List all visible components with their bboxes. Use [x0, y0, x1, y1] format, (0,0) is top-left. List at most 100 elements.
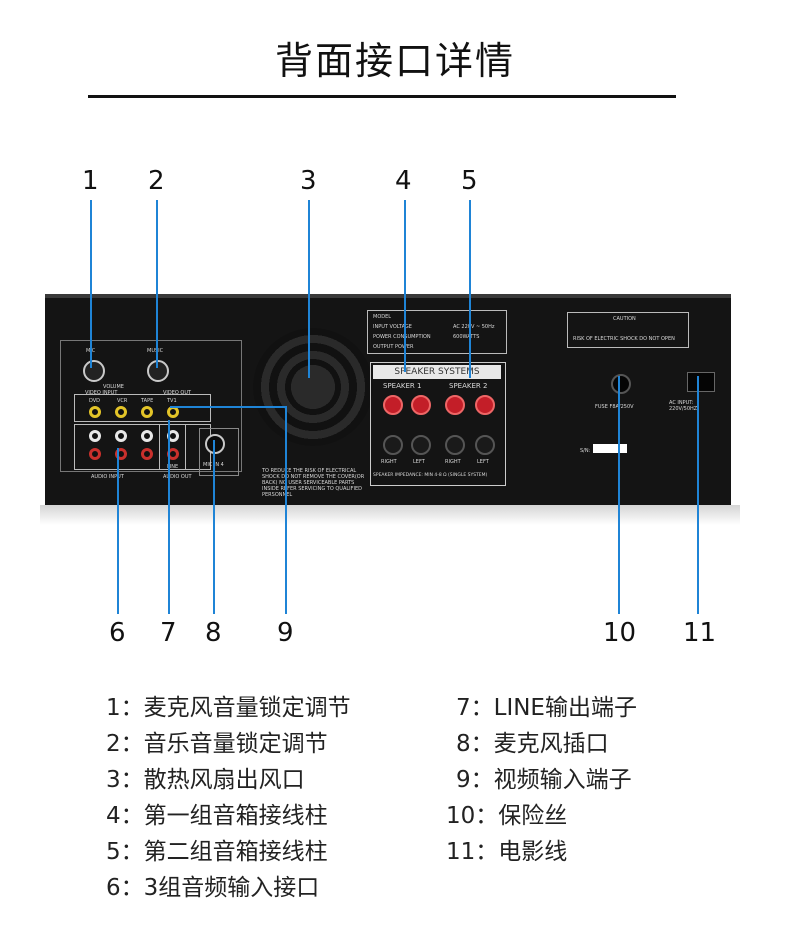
speaker1-left-red-post[interactable]	[411, 395, 431, 415]
callout-line-9	[285, 406, 287, 614]
video-jack-vcr[interactable]	[115, 406, 127, 418]
page-title: 背面接口详情	[274, 39, 515, 83]
amplifier-rear-panel: MIC MUSIC VOLUME VIDEO INPUT VIDEO OUT D…	[45, 294, 731, 509]
sn-sticker	[593, 444, 627, 453]
callout-9: 9	[277, 618, 294, 648]
spec-power-value: 600WATTS	[453, 334, 480, 340]
audio-jack-r1[interactable]	[89, 448, 101, 460]
fuse-holder[interactable]	[611, 374, 631, 394]
legend-item: 8：麦克风插口	[456, 731, 609, 757]
legend-left: 1：麦克风音量锁定调节 2：音乐音量锁定调节 3：散热风扇出风口 4：第一组音箱…	[106, 690, 351, 906]
callout-line-7	[168, 420, 170, 614]
legend-item: 10：保险丝	[446, 803, 568, 829]
spec-output: OUTPUT POWER	[373, 344, 414, 350]
video-out-label: VIDEO OUT	[163, 390, 192, 396]
music-volume-knob[interactable]	[147, 360, 169, 382]
audio-jack-r3[interactable]	[141, 448, 153, 460]
callout-line-4	[404, 200, 406, 372]
callout-line-9-horizontal	[170, 406, 286, 408]
spec-input-voltage: INPUT VOLTAGE	[373, 324, 412, 330]
spec-model: MODEL	[373, 314, 392, 320]
line-label: LINE	[167, 464, 179, 470]
legend-item: 7：LINE输出端子	[456, 695, 637, 721]
audio-jack-l1[interactable]	[89, 430, 101, 442]
legend-right: 7：LINE输出端子 8：麦克风插口 9：视频输入端子 10：保险丝 11：电影…	[446, 690, 637, 870]
speaker1-left-black-post[interactable]	[411, 435, 431, 455]
audio-out-label: AUDIO OUT	[163, 474, 192, 480]
sn-label: S/N:	[580, 448, 591, 454]
callout-11: 11	[683, 618, 717, 648]
speaker1-label: SPEAKER 1	[383, 382, 422, 390]
legend-item: 2：音乐音量锁定调节	[106, 731, 328, 757]
speaker-impedance-label: SPEAKER IMPEDANCE: MIN 4-8 Ω (SINGLE SYS…	[373, 473, 488, 478]
audio-jack-l2[interactable]	[115, 430, 127, 442]
legend-item: 6：3组音频输入接口	[106, 875, 320, 901]
callout-line-6	[117, 448, 119, 614]
video-col-vcr: VCR	[117, 398, 128, 404]
video-jack-dvd[interactable]	[89, 406, 101, 418]
audio-jack-l3[interactable]	[141, 430, 153, 442]
legend-item: 5：第二组音箱接线柱	[106, 839, 328, 865]
caution-label: CAUTION	[613, 316, 636, 322]
speaker1-right-label: RIGHT	[381, 459, 397, 465]
mic-volume-knob[interactable]	[83, 360, 105, 382]
callout-10: 10	[603, 618, 637, 648]
callout-1: 1	[82, 166, 99, 196]
speaker-systems-banner: SPEAKER SYSTEMS	[373, 365, 501, 379]
legend-item: 1：麦克风音量锁定调节	[106, 695, 351, 721]
callout-5: 5	[461, 166, 478, 196]
video-col-tv1: TV1	[167, 398, 177, 404]
mic-in-jack[interactable]	[205, 434, 225, 454]
callout-line-1	[90, 200, 92, 368]
callout-line-8	[213, 440, 215, 614]
speaker2-label: SPEAKER 2	[449, 382, 488, 390]
speaker2-left-red-post[interactable]	[475, 395, 495, 415]
audio-input-frame	[74, 424, 186, 470]
caution-plate	[567, 312, 689, 348]
speaker2-right-label: RIGHT	[445, 459, 461, 465]
audio-input-label: AUDIO INPUT	[91, 474, 124, 480]
ac-input-label: AC INPUT: 220V/50HZ	[669, 400, 698, 412]
callout-line-3	[308, 200, 310, 378]
volume-label: VOLUME	[103, 384, 124, 390]
speaker-terminal-frame: SPEAKER SYSTEMS SPEAKER 1 SPEAKER 2 RIGH…	[370, 362, 506, 486]
cooling-fan	[253, 328, 373, 446]
callout-8: 8	[205, 618, 222, 648]
spec-power: POWER CONSUMPTION	[373, 334, 431, 340]
speaker2-right-red-post[interactable]	[445, 395, 465, 415]
callout-2: 2	[148, 166, 165, 196]
floor-shadow	[40, 505, 740, 525]
spec-plate	[367, 310, 507, 354]
callout-3: 3	[300, 166, 317, 196]
caution-sub: RISK OF ELECTRIC SHOCK DO NOT OPEN	[573, 336, 675, 342]
legend-item: 3：散热风扇出风口	[106, 767, 305, 793]
legend-item: 11：电影线	[446, 839, 568, 865]
callout-line-5	[469, 200, 471, 378]
fuse-label: FUSE F8A/250V	[595, 404, 634, 410]
speaker2-left-label: LEFT	[477, 459, 489, 465]
callout-line-11	[697, 376, 699, 614]
speaker1-right-red-post[interactable]	[383, 395, 403, 415]
video-col-dvd: DVD	[89, 398, 101, 404]
mic-in-frame	[199, 428, 239, 476]
title-underline	[88, 95, 676, 98]
video-col-tape: TAPE	[141, 398, 154, 404]
music-label: MUSIC	[147, 348, 163, 354]
spec-input-voltage-value: AC 220V ~ 50Hz	[453, 324, 495, 330]
speaker2-left-black-post[interactable]	[475, 435, 495, 455]
callout-line-2	[156, 200, 158, 368]
video-input-frame	[74, 394, 211, 422]
callout-line-10	[618, 376, 620, 614]
callout-4: 4	[395, 166, 412, 196]
ac-power-socket[interactable]	[687, 372, 715, 392]
speaker1-left-label: LEFT	[413, 459, 425, 465]
speaker1-right-black-post[interactable]	[383, 435, 403, 455]
legend-item: 4：第一组音箱接线柱	[106, 803, 328, 829]
video-jack-tape[interactable]	[141, 406, 153, 418]
video-input-label: VIDEO INPUT	[85, 390, 118, 396]
callout-6: 6	[109, 618, 126, 648]
speaker2-right-black-post[interactable]	[445, 435, 465, 455]
warning-text: TO REDUCE THE RISK OF ELECTRICAL SHOCK D…	[262, 468, 365, 498]
legend-item: 9：视频输入端子	[456, 767, 632, 793]
callout-7: 7	[160, 618, 177, 648]
